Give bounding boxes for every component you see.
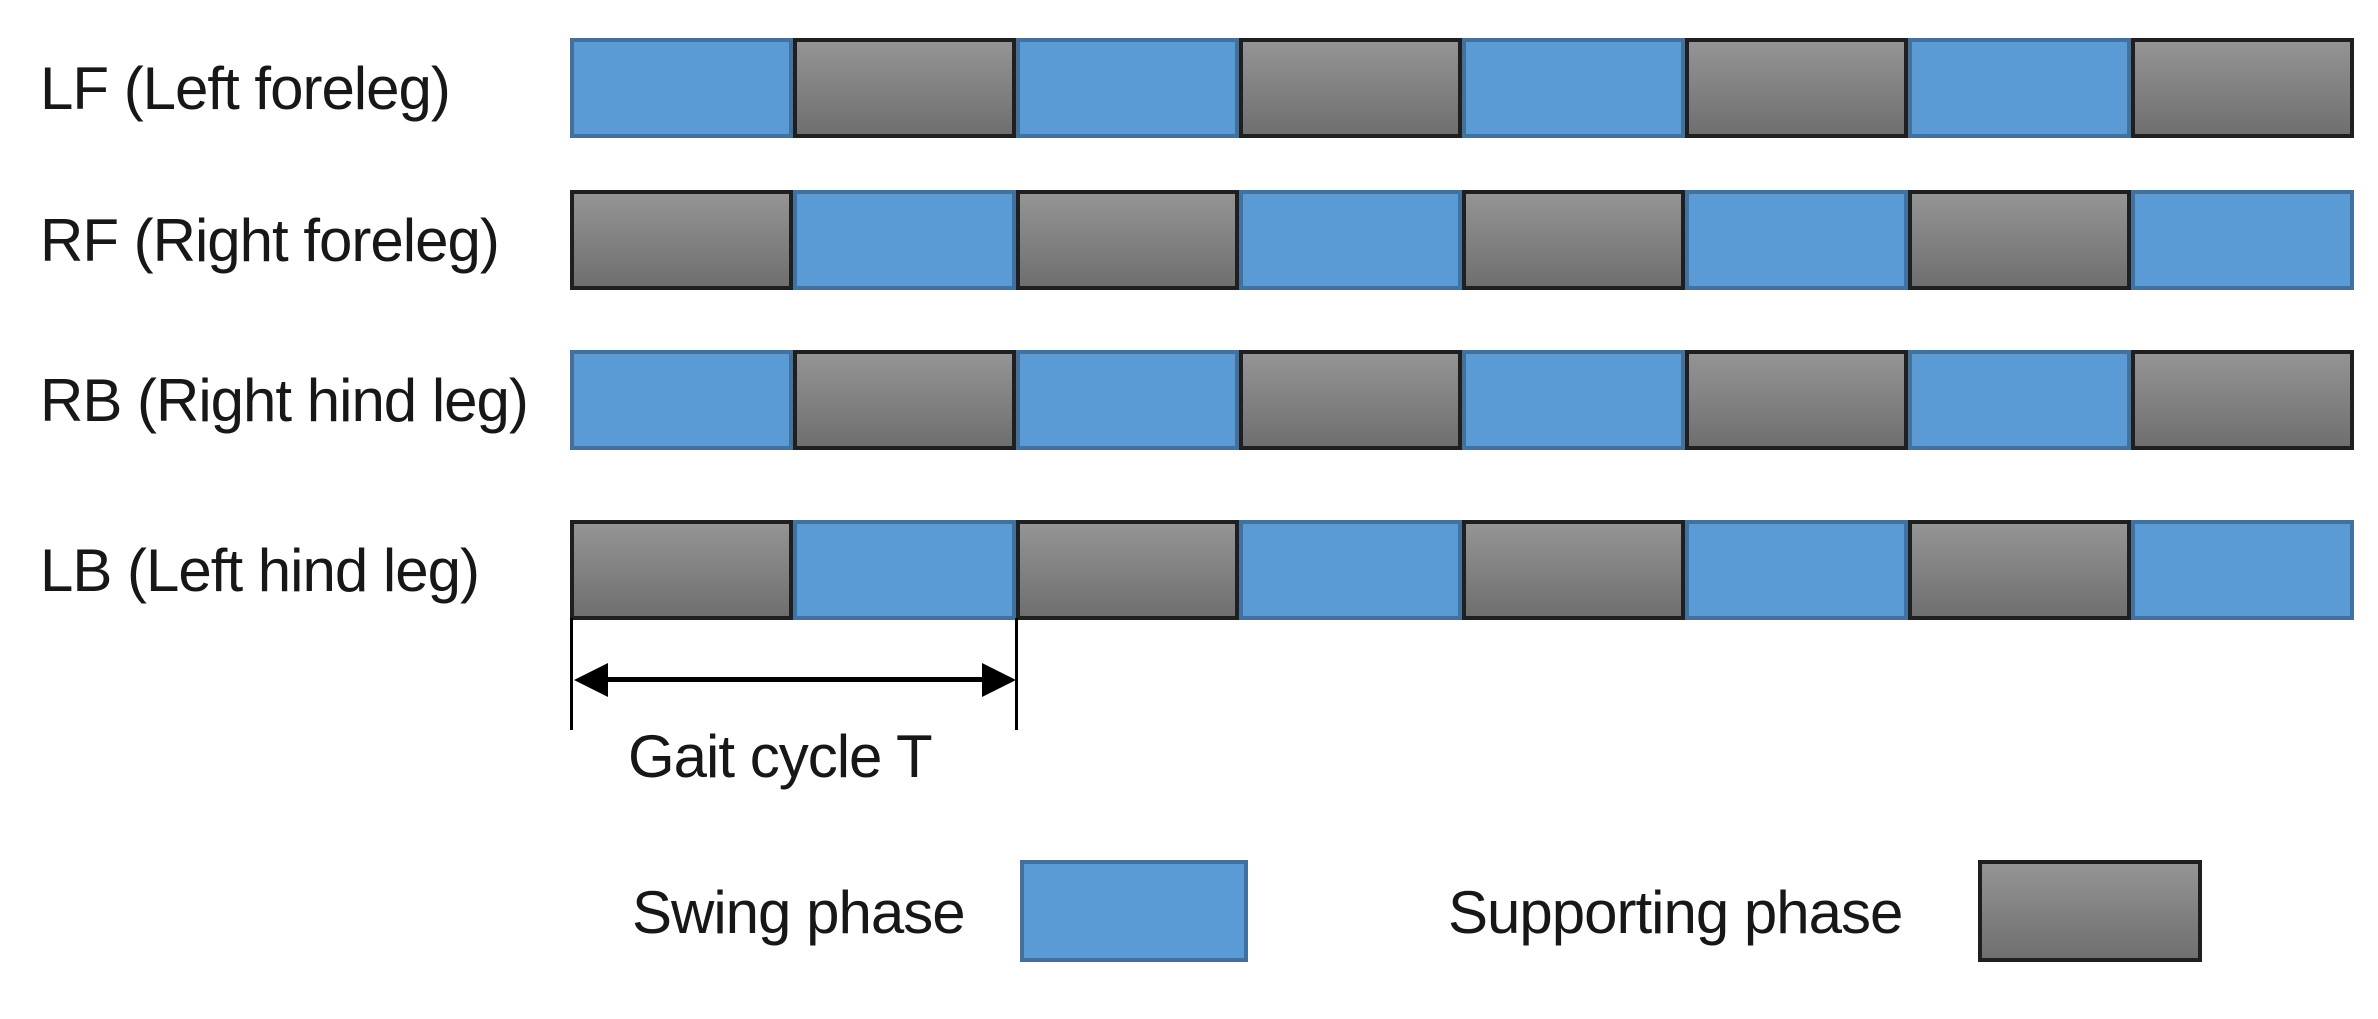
leg-row-RF xyxy=(570,190,2354,290)
phase-block-support xyxy=(570,520,793,620)
leg-row-LF xyxy=(570,38,2354,138)
gait-cycle-arrow-line xyxy=(596,677,994,682)
phase-block-support xyxy=(1462,520,1685,620)
legend-support-swatch xyxy=(1978,860,2202,962)
phase-block-swing xyxy=(1016,350,1239,450)
phase-block-swing xyxy=(1239,520,1462,620)
phase-block-swing xyxy=(1908,38,2131,138)
gait-cycle-tick-right xyxy=(1015,618,1018,730)
phase-block-swing xyxy=(1685,190,1908,290)
phase-block-swing xyxy=(2131,190,2354,290)
phase-block-support xyxy=(1685,350,1908,450)
legend-swing-swatch xyxy=(1020,860,1248,962)
gait-cycle-label: Gait cycle T xyxy=(628,723,933,790)
phase-block-swing xyxy=(1462,350,1685,450)
phase-block-swing xyxy=(570,350,793,450)
leg-label-RF: RF (Right foreleg) xyxy=(40,206,500,274)
gait-cycle-tick-left xyxy=(570,618,573,730)
phase-block-support xyxy=(2131,38,2354,138)
legend-support-label: Supporting phase xyxy=(1448,878,1903,946)
leg-label-RB: RB (Right hind leg) xyxy=(40,366,529,434)
phase-block-support xyxy=(2131,350,2354,450)
leg-row-LB xyxy=(570,520,2354,620)
phase-block-support xyxy=(793,350,1016,450)
phase-block-swing xyxy=(1462,38,1685,138)
phase-block-swing xyxy=(1016,38,1239,138)
phase-block-swing xyxy=(570,38,793,138)
leg-label-LB: LB (Left hind leg) xyxy=(40,536,480,604)
phase-block-support xyxy=(1462,190,1685,290)
phase-block-support xyxy=(1239,350,1462,450)
phase-block-swing xyxy=(793,520,1016,620)
leg-label-LF: LF (Left foreleg) xyxy=(40,54,451,122)
phase-block-support xyxy=(1239,38,1462,138)
phase-block-swing xyxy=(1685,520,1908,620)
phase-block-support xyxy=(570,190,793,290)
phase-block-support xyxy=(1908,190,2131,290)
phase-block-swing xyxy=(1239,190,1462,290)
phase-block-support xyxy=(1685,38,1908,138)
phase-block-support xyxy=(1908,520,2131,620)
arrow-left-head-icon xyxy=(574,663,608,697)
arrow-right-head-icon xyxy=(982,663,1016,697)
phase-block-support xyxy=(793,38,1016,138)
phase-block-support xyxy=(1016,520,1239,620)
phase-block-support xyxy=(1016,190,1239,290)
legend-swing-label: Swing phase xyxy=(632,878,966,946)
phase-block-swing xyxy=(1908,350,2131,450)
phase-block-swing xyxy=(793,190,1016,290)
phase-block-swing xyxy=(2131,520,2354,620)
leg-row-RB xyxy=(570,350,2354,450)
